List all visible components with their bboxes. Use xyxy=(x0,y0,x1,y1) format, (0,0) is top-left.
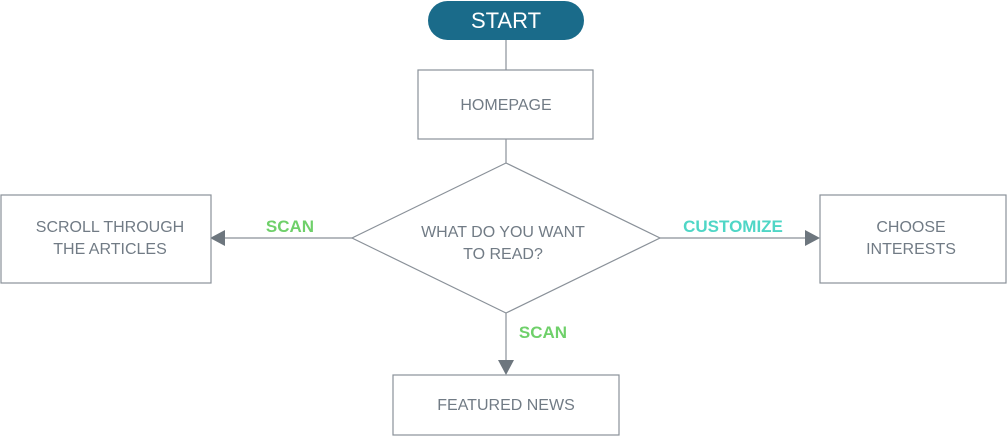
start-label: START xyxy=(471,8,541,33)
edge-label-scan-left: SCAN xyxy=(266,217,314,236)
featured-news-box xyxy=(392,374,620,436)
choose-interests-label-line2: INTERESTS xyxy=(866,241,956,258)
edge-label-customize: CUSTOMIZE xyxy=(683,217,783,236)
decision-label-line2: TO READ? xyxy=(463,246,543,263)
homepage-box xyxy=(417,69,594,140)
arrow-head-right xyxy=(805,230,820,246)
start-node xyxy=(428,1,584,40)
scroll-articles-label-line2: THE ARTICLES xyxy=(53,241,167,258)
decision-diamond xyxy=(350,162,662,314)
arrow-head-down xyxy=(498,360,514,375)
homepage-label: HOMEPAGE xyxy=(460,97,551,114)
choose-interests-label-line1: CHOOSE xyxy=(876,219,945,236)
featured-news-label: FEATURED NEWS xyxy=(437,397,574,414)
arrow-head-left xyxy=(210,230,225,246)
edge-label-scan-down: SCAN xyxy=(519,323,567,342)
decision-label-line1: WHAT DO YOU WANT xyxy=(421,224,585,241)
scroll-articles-label-line1: SCROLL THROUGH xyxy=(36,219,184,236)
scroll-articles-box xyxy=(0,194,212,284)
choose-interests-box xyxy=(819,194,1007,284)
